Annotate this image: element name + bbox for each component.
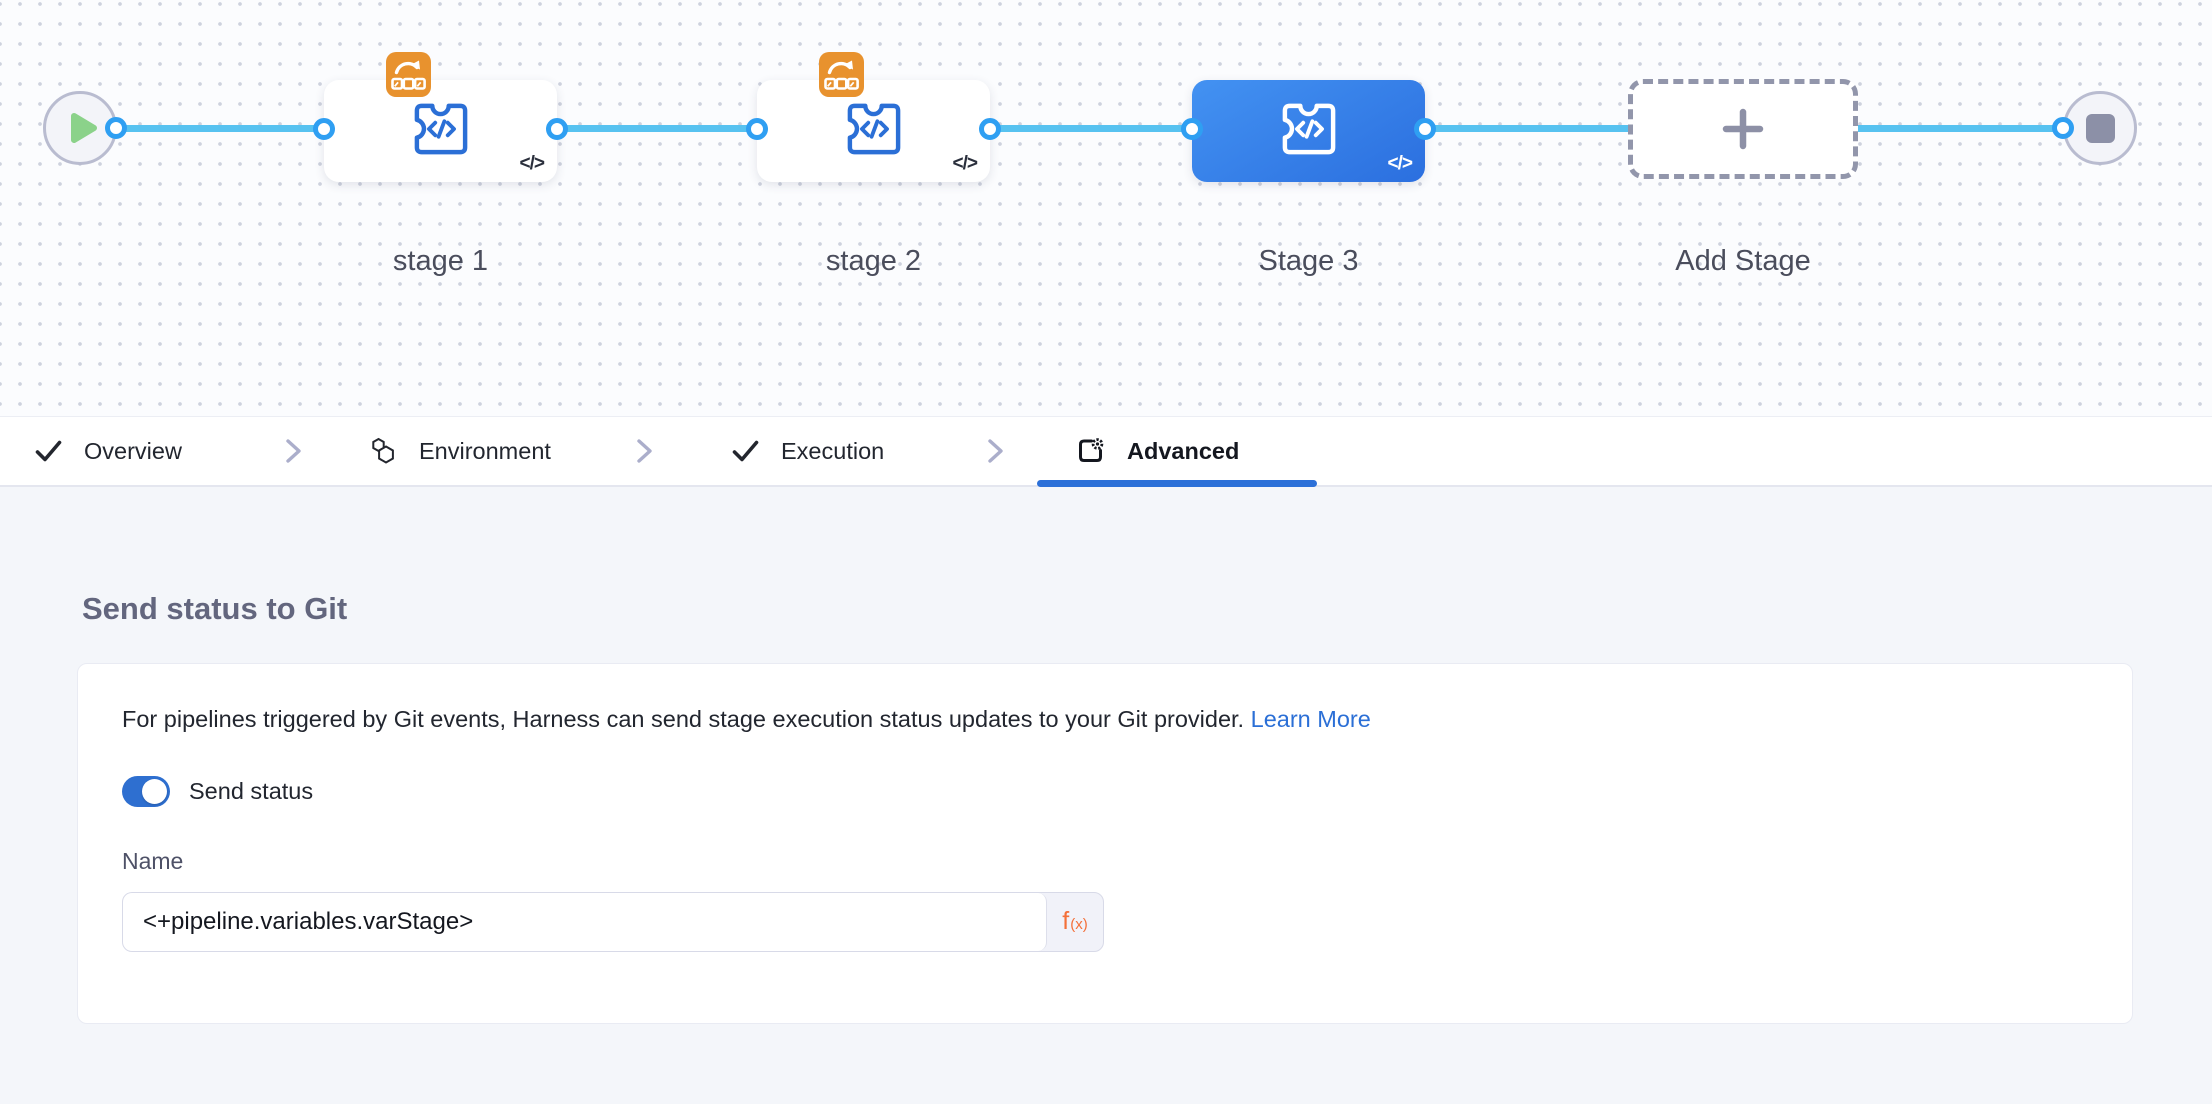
play-icon: [71, 113, 97, 143]
stage-label: stage 2: [825, 245, 922, 277]
connector-line: [116, 125, 2063, 132]
name-label: Name: [122, 848, 184, 874]
tab-label: Environment: [419, 437, 551, 464]
custom-stage-icon: [1282, 103, 1335, 155]
active-tab-underline: [1037, 480, 1317, 487]
tab-advanced[interactable]: Advanced: [1077, 417, 1239, 485]
pipeline-canvas: </> stage 1 </>: [0, 0, 2212, 416]
expression-button[interactable]: f(x): [1062, 907, 1088, 935]
expression-icon: f: [1062, 907, 1070, 935]
looping-strategy-icon: [391, 60, 426, 90]
section-heading: Send status to Git: [82, 591, 348, 626]
advanced-tab-panel: Send status to Git For pipelines trigger…: [0, 487, 2212, 1104]
tab-label: Advanced: [1127, 437, 1240, 464]
stage-label: stage 1: [392, 245, 489, 277]
connection-port[interactable]: [546, 118, 568, 140]
looping-strategy-icon: [824, 60, 859, 90]
chevron-separator-icon: [635, 417, 655, 485]
tab-execution[interactable]: Execution: [732, 417, 884, 485]
code-view-icon: </>: [1387, 153, 1414, 174]
custom-stage-icon: [847, 103, 900, 155]
description-body: For pipelines triggered by Git events, H…: [122, 706, 1245, 732]
toggle-knob: [142, 779, 167, 804]
end-node: [2063, 91, 2137, 165]
chevron-separator-icon: [986, 417, 1006, 485]
connection-port[interactable]: [2052, 117, 2074, 139]
connection-port[interactable]: [746, 118, 768, 140]
add-stage-button[interactable]: [1628, 79, 1858, 179]
tab-environment[interactable]: Environment: [369, 417, 551, 485]
connection-port[interactable]: [313, 118, 335, 140]
send-status-card: For pipelines triggered by Git events, H…: [77, 663, 2133, 1024]
name-input[interactable]: [123, 893, 1047, 951]
tab-label: Overview: [84, 437, 182, 464]
description-text: For pipelines triggered by Git events, H…: [122, 706, 1371, 733]
code-view-icon: </>: [952, 153, 979, 174]
connection-port[interactable]: [979, 118, 1001, 140]
stop-icon: [2085, 113, 2115, 143]
environment-icon: [372, 437, 394, 464]
tab-label: Execution: [781, 437, 885, 464]
code-view-icon: </>: [519, 153, 546, 174]
toggle-label: Send status: [189, 778, 314, 804]
chevron-separator-icon: [284, 417, 304, 485]
stage-node-stage-3[interactable]: </>: [1192, 80, 1425, 182]
check-icon: [732, 440, 759, 462]
tab-overview[interactable]: Overview: [35, 417, 182, 485]
stage-config-tab-bar: Overview Environment Execution: [0, 416, 2212, 487]
custom-stage-icon: [414, 103, 467, 155]
stage-node-stage-2[interactable]: </>: [757, 52, 990, 182]
name-input-group: f(x): [122, 892, 1104, 952]
start-node: [43, 91, 117, 165]
looping-strategy-badge: [819, 52, 864, 97]
send-status-toggle-row: Send status: [122, 776, 313, 807]
learn-more-link[interactable]: Learn More: [1250, 706, 1371, 732]
stage-node-stage-1[interactable]: </>: [324, 52, 557, 182]
advanced-settings-icon: [1079, 438, 1104, 462]
connection-port[interactable]: [105, 117, 127, 139]
plus-icon: [1722, 108, 1764, 150]
add-stage-label: Add Stage: [1675, 245, 1811, 277]
connection-port[interactable]: [1414, 118, 1436, 140]
check-icon: [35, 440, 62, 462]
connection-port[interactable]: [1181, 118, 1203, 140]
stage-label: Stage 3: [1258, 245, 1359, 277]
send-status-toggle[interactable]: [122, 776, 170, 807]
looping-strategy-badge: [386, 52, 431, 97]
